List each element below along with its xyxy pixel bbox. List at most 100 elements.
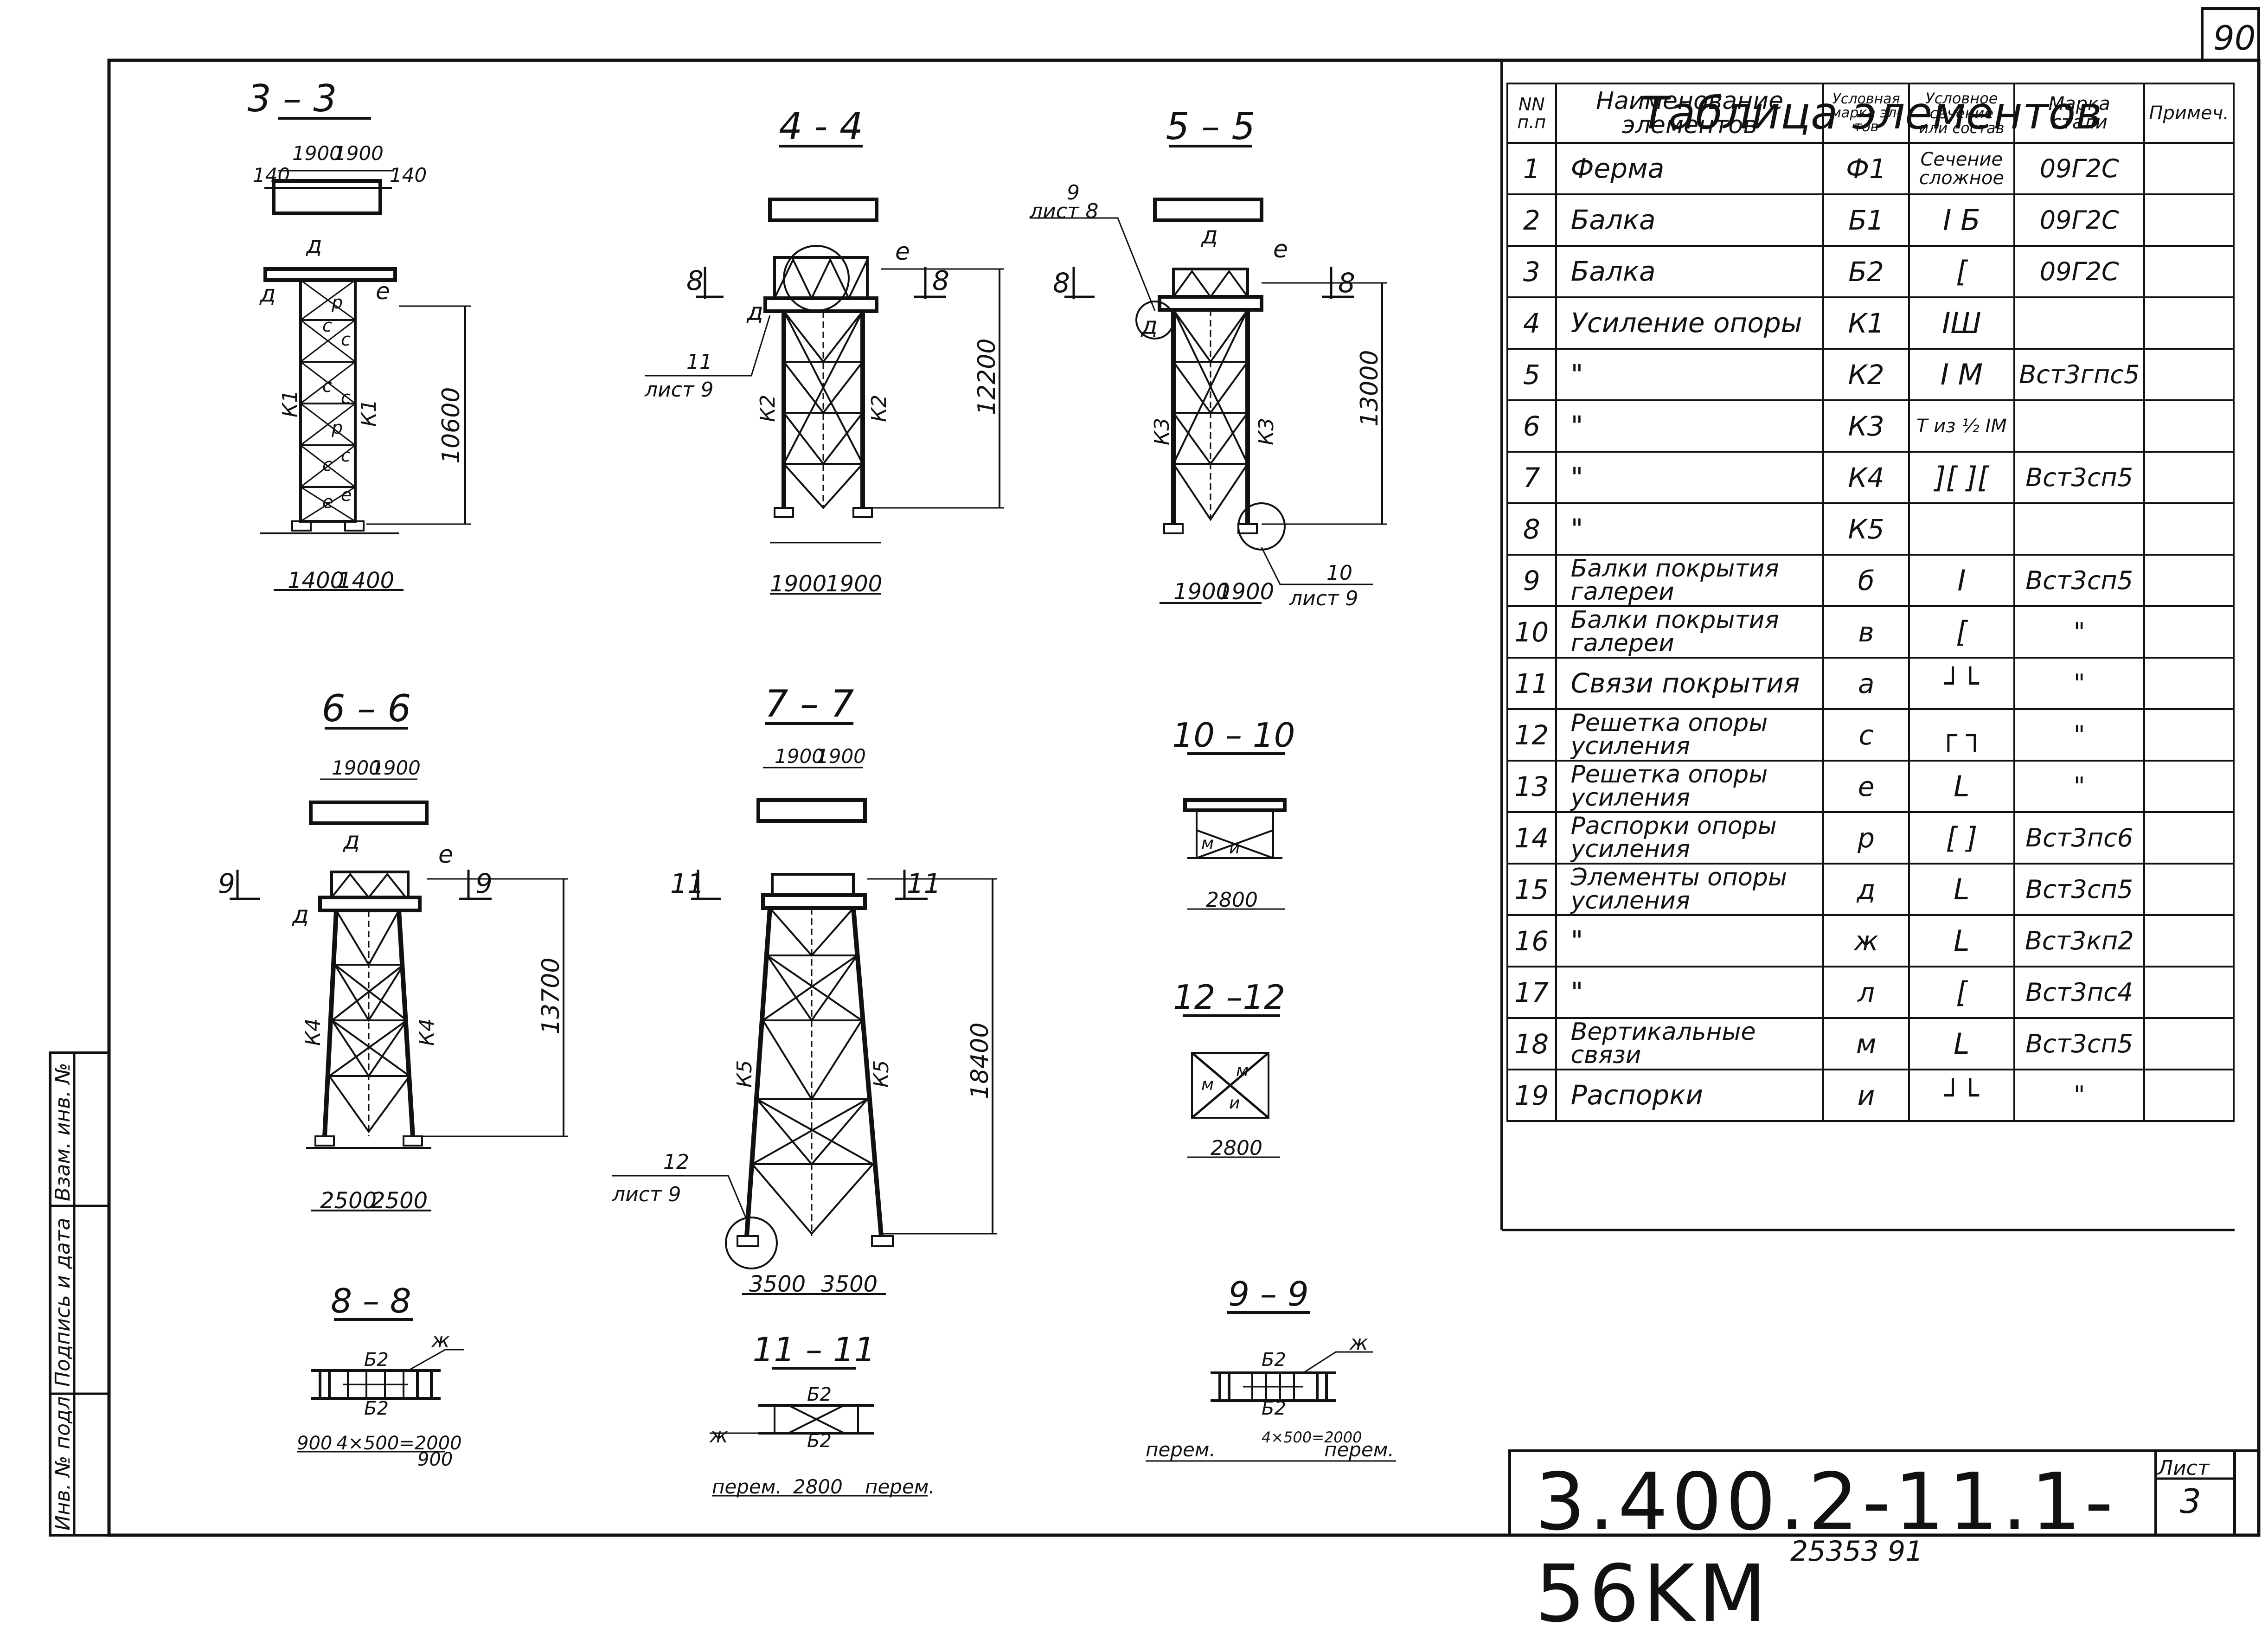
svg-text:перем.: перем. xyxy=(712,1475,782,1498)
svg-text:1900: 1900 xyxy=(371,756,421,779)
section-3-3: 3 – 3 10600 140 1900 1900 140 1400 1400 … xyxy=(248,77,471,594)
cell-name: " xyxy=(1555,399,1825,453)
cell-mark: К3 xyxy=(1822,399,1910,453)
svg-text:К2: К2 xyxy=(756,395,780,422)
svg-text:1900: 1900 xyxy=(334,142,384,165)
cell-number: 15 xyxy=(1506,863,1557,916)
section-4-4-height: 12200 xyxy=(973,339,1001,415)
cell-name: " xyxy=(1555,348,1825,401)
cell-steel: Вст3гпс5 xyxy=(2013,348,2146,401)
cell-number: 12 xyxy=(1506,708,1557,762)
cell-mark: д xyxy=(1822,863,1910,916)
svg-text:Б2: Б2 xyxy=(807,1430,832,1452)
section-4-4: 4 - 4 12200 1900 1900 8 8 д е К2 К2 11 л… xyxy=(644,105,1004,597)
svg-text:д: д xyxy=(1140,312,1158,340)
cell-name: Балка xyxy=(1555,193,1825,247)
cell-mark: и xyxy=(1822,1069,1910,1122)
svg-text:11: 11 xyxy=(670,868,705,899)
cell-note xyxy=(2143,451,2235,504)
cell-name: Ферма xyxy=(1555,142,1825,195)
table-row: 8"К5 xyxy=(1506,502,2235,556)
cell-section: ][ ][ xyxy=(1908,451,2016,504)
section-10-10-title: 10 – 10 xyxy=(1172,716,1295,755)
cell-name: Балки покрытия галереи xyxy=(1555,554,1825,607)
cell-mark: б xyxy=(1822,554,1910,607)
cell-number: 5 xyxy=(1506,348,1557,401)
cell-number: 4 xyxy=(1506,296,1557,350)
cell-name: " xyxy=(1555,502,1825,556)
svg-text:д: д xyxy=(343,827,360,855)
svg-text:12: 12 xyxy=(663,1150,689,1174)
header-section: Условное сечение или состав xyxy=(1908,83,2016,144)
cell-section: I xyxy=(1908,554,2016,607)
section-9-9: 9 – 9 Б2 Б2 ж перем. 4×500=2000 перем. xyxy=(1146,1275,1396,1462)
svg-text:е: е xyxy=(438,841,453,869)
section-5-5-height: 13000 xyxy=(1356,350,1384,427)
section-7-7-height: 18400 xyxy=(966,1023,994,1099)
svg-text:К5: К5 xyxy=(733,1060,756,1088)
cell-note xyxy=(2143,760,2235,813)
cell-mark: м xyxy=(1822,1017,1910,1070)
svg-text:900: 900 xyxy=(297,1433,332,1454)
table-row: 7"К4][ ][Вст3сп5 xyxy=(1506,451,2235,504)
cell-name: Балка xyxy=(1555,245,1825,298)
svg-text:Б2: Б2 xyxy=(364,1349,389,1371)
svg-text:3500: 3500 xyxy=(821,1271,878,1297)
svg-text:е: е xyxy=(895,238,910,266)
svg-text:е: е xyxy=(1273,236,1288,263)
cell-mark: в xyxy=(1822,605,1910,659)
svg-text:Б2: Б2 xyxy=(364,1398,389,1419)
cell-section: [ xyxy=(1908,245,2016,298)
cell-section: L xyxy=(1908,914,2016,967)
svg-text:д: д xyxy=(259,280,276,307)
svg-text:д: д xyxy=(306,231,322,258)
svg-text:2500: 2500 xyxy=(371,1188,428,1214)
cell-number: 8 xyxy=(1506,502,1557,556)
svg-text:К4: К4 xyxy=(415,1019,439,1046)
cell-steel: Вст3пс6 xyxy=(2013,811,2146,865)
cell-note xyxy=(2143,605,2235,659)
header-note: Примеч. xyxy=(2143,83,2235,144)
section-4-4-title: 4 - 4 xyxy=(779,105,863,148)
svg-text:ж: ж xyxy=(1349,1331,1368,1355)
svg-text:К3: К3 xyxy=(1150,418,1174,445)
cell-name: Связи покрытия xyxy=(1555,657,1825,710)
cell-section: ┘└ xyxy=(1908,1069,2016,1122)
sheet-number: 3 xyxy=(2180,1482,2201,1521)
svg-text:8: 8 xyxy=(932,265,949,296)
header-steel: Марка стали xyxy=(2013,83,2146,144)
cell-steel: Вст3сп5 xyxy=(2013,451,2146,504)
svg-text:с: с xyxy=(341,445,351,466)
cell-name: " xyxy=(1555,451,1825,504)
cell-name: " xyxy=(1555,914,1825,967)
section-12-12: 12 –12 2800 м м и xyxy=(1173,978,1285,1160)
cell-note xyxy=(2143,296,2235,350)
cell-section: L xyxy=(1908,1017,2016,1070)
cell-name: " xyxy=(1555,966,1825,1019)
section-6-6-height: 13700 xyxy=(537,958,565,1034)
cell-number: 7 xyxy=(1506,451,1557,504)
section-9-9-title: 9 – 9 xyxy=(1228,1275,1308,1313)
cell-section: [ xyxy=(1908,966,2016,1019)
section-8-8: 8 – 8 Б2 Б2 ж 900 4×500=2000 900 xyxy=(297,1281,464,1470)
section-5-5: 5 – 5 13000 1900 1900 8 8 д е д К3 К3 9 … xyxy=(1029,105,1387,610)
cell-name: Вертикальные связи xyxy=(1555,1017,1825,1070)
svg-text:перем.: перем. xyxy=(1146,1438,1216,1461)
cell-section: L xyxy=(1908,760,2016,813)
section-5-5-title: 5 – 5 xyxy=(1166,105,1256,148)
side-stamp-replace: Взам. инв. № xyxy=(51,1063,75,1201)
svg-text:1900: 1900 xyxy=(826,571,882,597)
cell-steel: Вст3кп2 xyxy=(2013,914,2146,967)
cell-number: 6 xyxy=(1506,399,1557,453)
cell-note xyxy=(2143,811,2235,865)
cell-mark: К4 xyxy=(1822,451,1910,504)
cell-section xyxy=(1908,502,2016,556)
